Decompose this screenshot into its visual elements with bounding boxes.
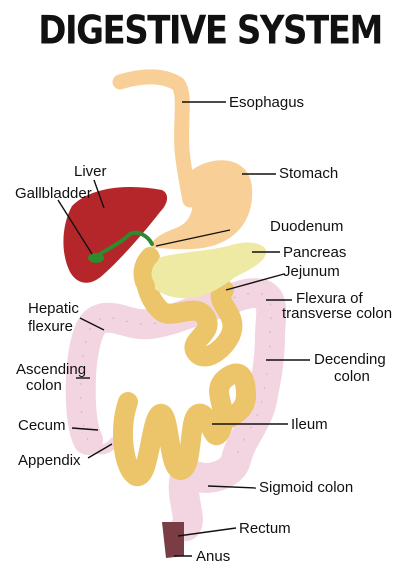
label-pancreas: Pancreas [283,244,346,261]
label-hepatic-1: Hepatic [28,300,79,317]
label-rectum: Rectum [239,520,291,537]
colon-body [65,278,287,541]
label-decending-2: colon [334,368,370,385]
rectum-shape [162,522,184,558]
label-hepatic-2: flexure [28,318,73,335]
gallbladder [88,230,154,263]
label-liver: Liver [74,163,107,180]
label-cecum: Cecum [18,417,66,434]
label-appendix: Appendix [18,452,81,469]
label-sigmoid: Sigmoid colon [259,479,353,496]
label-stomach: Stomach [279,165,338,182]
page-title: DIGESTIVE SYSTEM [38,8,383,54]
line-gallbladder [57,199,93,255]
label-decending-1: Decending [314,351,386,368]
line-cecum [71,427,99,431]
bile-duct [98,230,154,256]
label-anus: Anus [196,548,230,565]
label-jejunum: Jejunum [283,263,340,280]
label-ascending-2: colon [26,377,62,394]
label-flexura-2: transverse colon [282,305,392,322]
line-rectum [177,527,237,537]
label-flexura-1: Flexura of [296,290,364,307]
pancreas-shape [147,242,267,299]
colon-haustra [80,292,272,461]
line-sigmoid [207,485,257,489]
jejunum-shape [135,248,243,367]
line-duodenum [155,229,231,247]
ileum-shape [113,363,256,486]
label-ileum: Ileum [291,416,328,433]
small-intestine [113,248,256,486]
appendix-shape [87,437,119,455]
line-appendix [87,443,113,459]
duodenum-shape [133,247,159,295]
label-gallbladder: Gallbladder [15,185,92,202]
line-hepatic [79,317,105,331]
label-esophagus: Esophagus [229,94,304,111]
line-liver [93,179,105,209]
label-duodenum: Duodenum [270,218,343,235]
stomach-shape [151,160,253,250]
esophagus-shape [112,69,198,208]
labels: Esophagus Stomach Liver Gallbladder Duod… [15,94,392,565]
leader-lines [57,101,310,557]
label-ascending-1: Ascending [16,361,86,378]
line-jejunum [225,273,285,291]
